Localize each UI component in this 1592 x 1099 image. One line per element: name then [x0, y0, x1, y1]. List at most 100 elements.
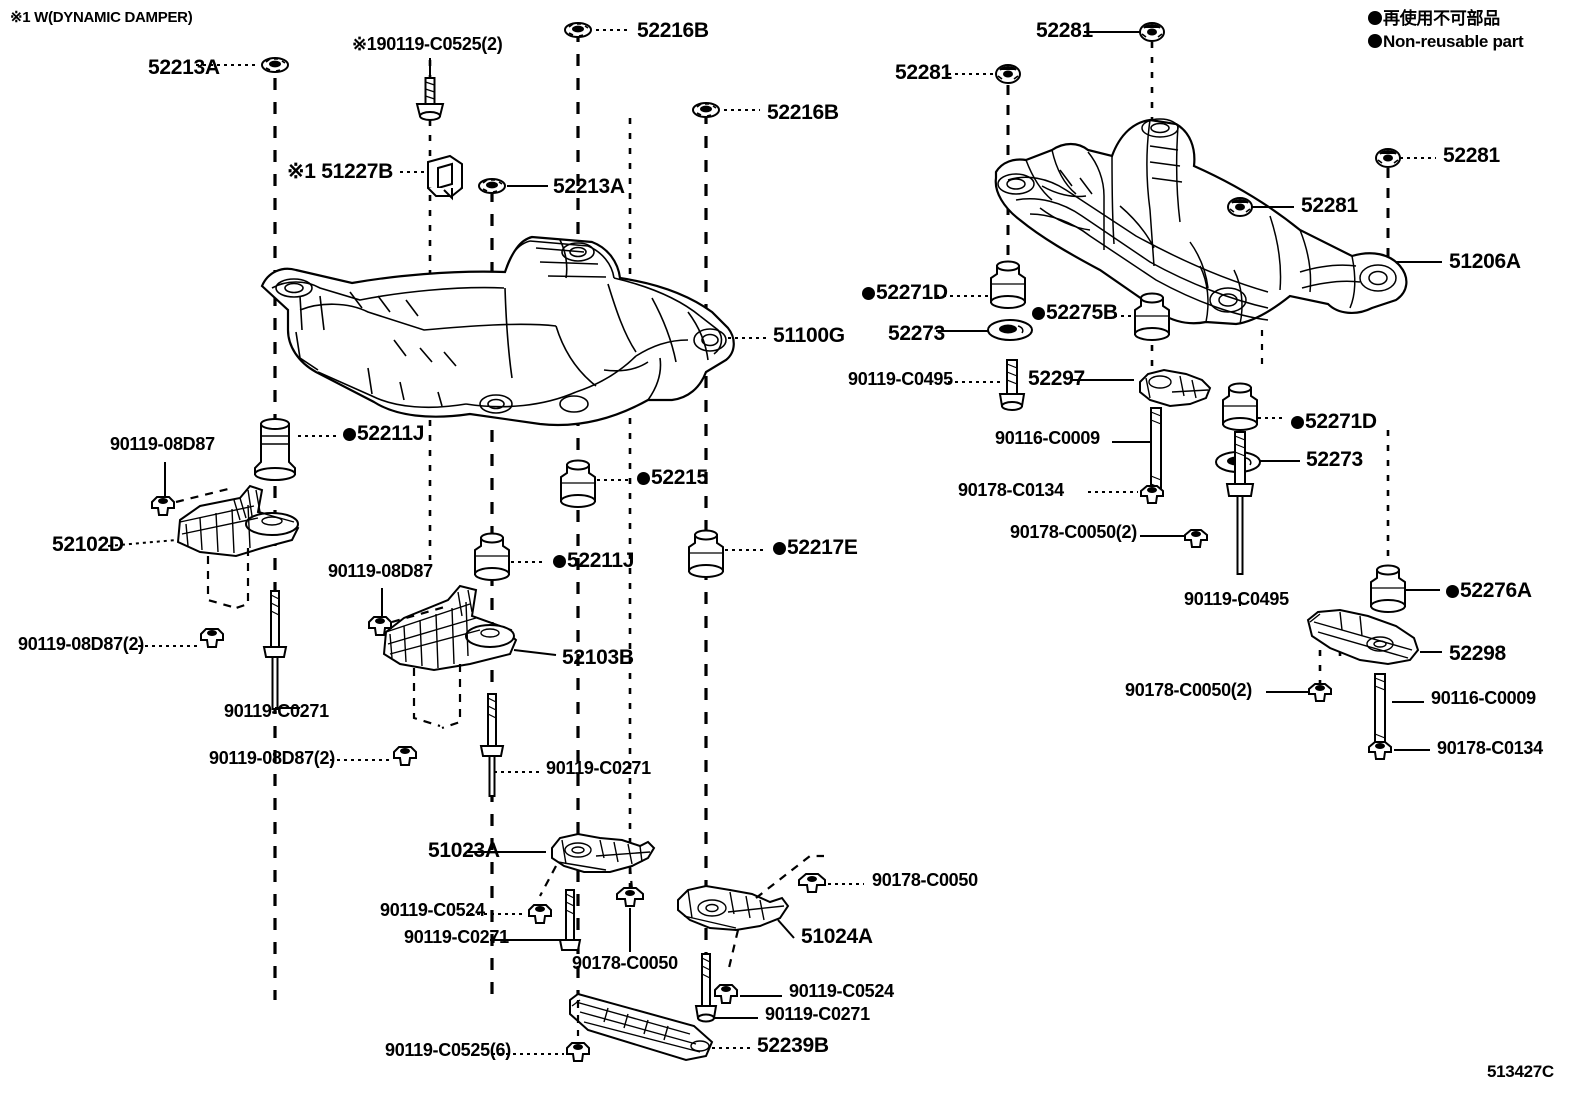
- callout-text: 90178-C0050(2): [1010, 522, 1137, 542]
- callout-52239B[interactable]: 52239B: [757, 1035, 829, 1056]
- callout-90119-C0524-a[interactable]: 90119-C0524: [380, 901, 485, 919]
- callout-52281-c[interactable]: 52281: [1443, 145, 1500, 166]
- callout-52281-a[interactable]: 52281: [1036, 20, 1093, 41]
- callout-text: 90178-C0050(2): [1125, 680, 1252, 700]
- callout-text: 90119-C0525(6): [385, 1040, 511, 1060]
- callout-text: 51206A: [1449, 250, 1521, 273]
- callout-90119-C0525-6[interactable]: 90119-C0525(6): [385, 1041, 511, 1059]
- callout-90178-C0050-a[interactable]: 90178-C0050: [872, 871, 978, 889]
- callout-90119-C0271-c[interactable]: 90119-C0271: [404, 928, 509, 946]
- filled-circle-icon: [637, 472, 650, 485]
- legend-label-jp: 再使用不可部品: [1383, 9, 1500, 28]
- callout-text: 90119-C0271: [404, 927, 509, 947]
- callout-text: 52103B: [562, 646, 634, 669]
- drawing-number: 513427C: [1487, 1062, 1554, 1081]
- callout-text: 90119-C0271: [224, 701, 329, 721]
- callout-text: 52273: [1306, 448, 1363, 471]
- callout-90178-C0134-a[interactable]: 90178-C0134: [958, 481, 1064, 499]
- callout-90116-C0009-a[interactable]: 90116-C0009: [995, 429, 1100, 447]
- callout-51024A[interactable]: 51024A: [801, 926, 873, 947]
- callout-text: 90119-C0524: [789, 981, 894, 1001]
- filled-circle-icon: [1446, 585, 1459, 598]
- callout-51227B[interactable]: ※1 51227B: [287, 161, 393, 182]
- callout-52213A-mid[interactable]: 52213A: [553, 176, 625, 197]
- callout-text: 52217E: [787, 536, 858, 559]
- callout-52281-d[interactable]: 52281: [1301, 195, 1358, 216]
- callout-52275B[interactable]: 52275B: [1032, 302, 1118, 323]
- callout-52216B-top[interactable]: 52216B: [637, 20, 709, 41]
- asterisk-note-icon: ※1: [287, 160, 316, 183]
- callout-text: 52215: [651, 466, 708, 489]
- callout-52211J-upper[interactable]: 52211J: [343, 423, 424, 444]
- callout-text: 52211J: [357, 422, 425, 445]
- callout-text: 52297: [1028, 367, 1085, 390]
- callout-90178-C0050-b[interactable]: 90178-C0050: [572, 954, 678, 972]
- callout-90119-08D87-b[interactable]: 90119-08D87: [328, 562, 433, 580]
- callout-text: 52298: [1449, 642, 1506, 665]
- callout-52298[interactable]: 52298: [1449, 643, 1506, 664]
- callout-90119-08D87-2-b[interactable]: 90119-08D87(2): [209, 749, 335, 767]
- callout-52216B-second[interactable]: 52216B: [767, 102, 839, 123]
- callout-52211J-center[interactable]: 52211J: [553, 550, 634, 571]
- callout-90119-08D87-a[interactable]: 90119-08D87: [110, 435, 215, 453]
- callout-text: 90119-C0524: [380, 900, 485, 920]
- callout-90119-C0271-d[interactable]: 90119-C0271: [765, 1005, 870, 1023]
- callout-90119-C0271-b[interactable]: 90119-C0271: [546, 759, 651, 777]
- callout-51100G[interactable]: 51100G: [773, 325, 845, 346]
- callout-52103B[interactable]: 52103B: [562, 647, 634, 668]
- callout-52297[interactable]: 52297: [1028, 368, 1085, 389]
- callout-52102D[interactable]: 52102D: [52, 534, 124, 555]
- callout-52281-b[interactable]: 52281: [895, 62, 952, 83]
- filled-circle-icon: [773, 542, 786, 555]
- callout-text: 90116-C0009: [1431, 688, 1536, 708]
- callout-text: 90119-C0525(2): [376, 34, 503, 54]
- callout-52273-lower[interactable]: 52273: [1306, 449, 1363, 470]
- callout-90119-08D87-2-a[interactable]: 90119-08D87(2): [18, 635, 144, 653]
- filled-circle-icon: [343, 428, 356, 441]
- callout-text: 51227B: [321, 160, 393, 183]
- callout-text: 90119-C0271: [546, 758, 651, 778]
- filled-circle-icon: [553, 555, 566, 568]
- callout-51023A[interactable]: 51023A: [428, 840, 500, 861]
- callout-text: 90119-C0495: [848, 369, 953, 389]
- callout-90119-C0524-b[interactable]: 90119-C0524: [789, 982, 894, 1000]
- filled-circle-icon: [862, 287, 875, 300]
- callout-52213A[interactable]: 52213A: [148, 57, 220, 78]
- callout-90119-C0525-2[interactable]: ※190119-C0525(2): [352, 34, 503, 54]
- callout-52215[interactable]: 52215: [637, 467, 708, 488]
- callout-text: 90178-C0050: [572, 953, 678, 973]
- callout-51206A[interactable]: 51206A: [1449, 251, 1521, 272]
- callout-52276A[interactable]: 52276A: [1446, 580, 1532, 601]
- callout-text: 52211J: [567, 549, 635, 572]
- callout-text: 52216B: [637, 19, 709, 42]
- callout-90178-C0050-2-b[interactable]: 90178-C0050(2): [1125, 681, 1252, 699]
- callout-90178-C0050-2-a[interactable]: 90178-C0050(2): [1010, 523, 1137, 541]
- callout-text: 52275B: [1046, 301, 1118, 324]
- callout-text: 51023A: [428, 839, 500, 862]
- callout-90119-C0495-a[interactable]: 90119-C0495: [848, 370, 953, 388]
- callout-52217E[interactable]: 52217E: [773, 537, 858, 558]
- callout-90116-C0009-b[interactable]: 90116-C0009: [1431, 689, 1536, 707]
- callout-text: 52271D: [876, 281, 948, 304]
- callout-52271D-upper[interactable]: 52271D: [862, 282, 948, 303]
- filled-circle-icon: [1368, 11, 1382, 25]
- callout-text: 52281: [895, 61, 952, 84]
- legend-label-en: Non-reusable part: [1383, 32, 1524, 51]
- callout-text: 52273: [888, 322, 945, 345]
- callout-text: 52281: [1036, 19, 1093, 42]
- callout-text: 51024A: [801, 925, 873, 948]
- callout-52271D-lower[interactable]: 52271D: [1291, 411, 1377, 432]
- callout-text: 90119-08D87: [110, 434, 215, 454]
- legend-item-en: Non-reusable part: [1368, 32, 1524, 51]
- callout-text: 52276A: [1460, 579, 1532, 602]
- callout-text: 90178-C0134: [1437, 738, 1543, 758]
- legend-item-jp: 再使用不可部品: [1368, 10, 1523, 27]
- callout-90178-C0134-b[interactable]: 90178-C0134: [1437, 739, 1543, 757]
- callout-text: 52281: [1301, 194, 1358, 217]
- callout-90119-C0495-b[interactable]: 90119-C0495: [1184, 590, 1289, 608]
- callout-52273-upper[interactable]: 52273: [888, 323, 945, 344]
- asterisk-note-icon: ※1: [352, 34, 377, 54]
- callout-90119-C0271-a[interactable]: 90119-C0271: [224, 702, 329, 720]
- callout-text: 52213A: [553, 175, 625, 198]
